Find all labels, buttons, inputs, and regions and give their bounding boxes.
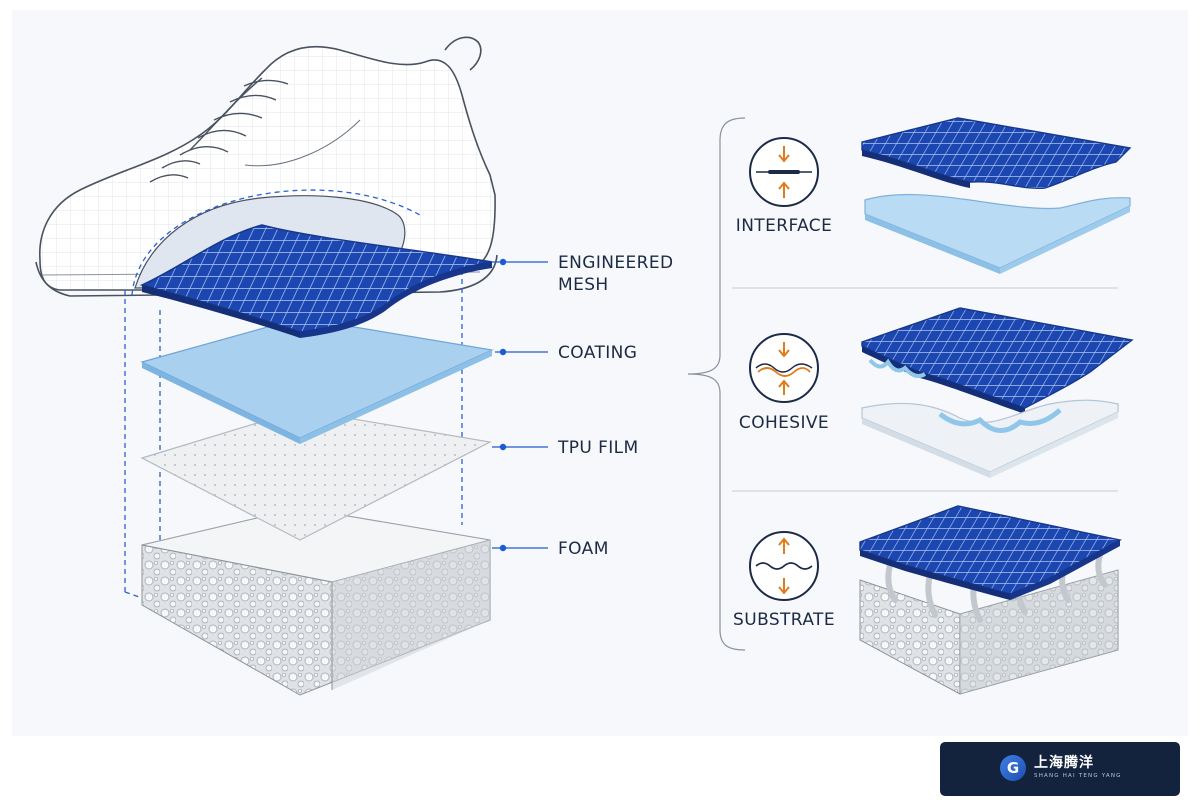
leader-lines <box>492 258 548 552</box>
layer-label-tpu-film: TPU FILM <box>558 438 639 458</box>
tpu-film-layer <box>140 409 492 541</box>
engineered-mesh-layer <box>139 224 493 338</box>
layer-label-coating: COATING <box>558 343 638 363</box>
cohesive-failure-icon <box>749 333 819 403</box>
layer-label-engineered-mesh: ENGINEERED MESH <box>558 253 674 295</box>
brand-logo-icon: G <box>1000 755 1026 781</box>
substrate-failure-icon <box>749 531 819 601</box>
interface-failure-illustration <box>861 117 1132 274</box>
brand-badge: G 上海腾洋 SHANG HAI TENG YANG <box>940 742 1180 796</box>
layer-label-foam: FOAM <box>558 539 609 559</box>
foam-layer <box>141 507 491 696</box>
bracket <box>687 117 746 651</box>
substrate-failure-illustration <box>859 505 1123 695</box>
failure-label-interface: INTERFACE <box>735 216 833 236</box>
section-dividers <box>732 287 1118 492</box>
failure-label-cohesive: COHESIVE <box>738 413 830 433</box>
brand-name-cn: 上海腾洋 <box>1034 755 1094 771</box>
brand-name-en: SHANG HAI TENG YANG <box>1034 773 1122 779</box>
cohesive-failure-illustration <box>861 307 1134 478</box>
coating-layer <box>140 317 495 444</box>
interface-failure-icon <box>749 137 819 207</box>
failure-label-substrate: SUBSTRATE <box>733 610 835 630</box>
